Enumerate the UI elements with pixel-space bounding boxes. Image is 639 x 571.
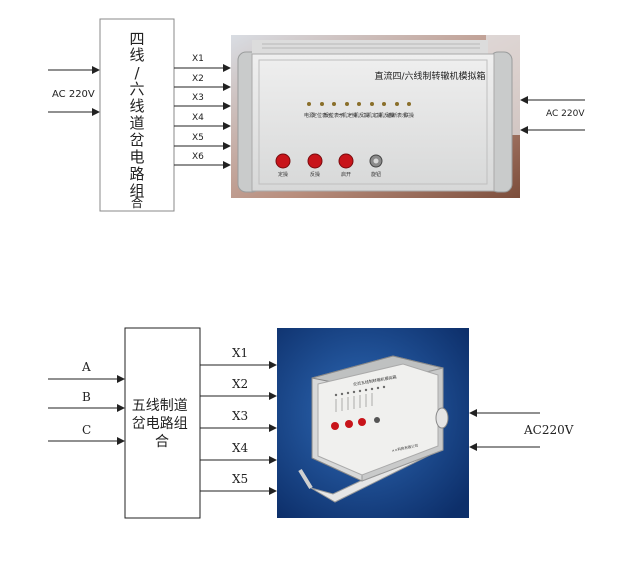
top-output-label-x4: X4 [192, 113, 204, 123]
bottom-block [124, 327, 201, 519]
top-right-input-label: AC 220V [546, 109, 585, 119]
top-output-label-x1: X1 [192, 54, 204, 64]
toggle-knob [374, 417, 380, 423]
button-label: 启开 [341, 171, 351, 178]
bottom-diagram: A B C 五线制道 岔电路组 合 X1 X2 X3 X4 X5 [48, 327, 574, 519]
indicator-label: 二机定操 [362, 112, 382, 119]
top-block-char: 组 [129, 182, 144, 200]
top-block-title: 四 线 / 六 线 道 岔 电 路 组 合 [129, 30, 144, 210]
bottom-device-brand: ××科技有限公司 [391, 442, 419, 453]
indicator-led [382, 102, 386, 106]
top-outputs [174, 64, 231, 169]
top-output-label-x6: X6 [192, 152, 204, 162]
indicator-label: 一机反操 [349, 112, 369, 119]
bottom-device-photo: 交流五线制转辙机模拟箱 ××科技有限公司 [277, 328, 469, 518]
indicator-led [395, 102, 399, 106]
top-block-char: / [134, 64, 140, 82]
indicator-label: 遮断表示 [387, 112, 407, 119]
bottom-input-label-c: C [82, 423, 91, 437]
button-label: 旋钮 [371, 171, 381, 178]
bottom-output-label-x1: X1 [232, 346, 248, 360]
top-block [99, 18, 175, 212]
top-input-label: AC 220V [52, 89, 95, 100]
top-device-title: 直流四/六线制转辙机模拟箱 [374, 70, 485, 82]
button-label: 反操 [310, 171, 320, 178]
bottom-block-title-line2: 岔电路组 [132, 416, 188, 432]
indicator-label: 电源 [304, 112, 314, 119]
indicator-label: 二机反操 [374, 112, 394, 119]
top-block-char: 四 [129, 30, 144, 48]
bottom-output-label-x2: X2 [232, 377, 248, 391]
top-block-char: 线 [129, 97, 144, 115]
toggle-knob-center [373, 158, 379, 164]
bottom-input-label-a: A [81, 360, 91, 374]
top-diagram: AC 220V 四 线 / 六 线 道 岔 电 路 组 合 X1 X2 [48, 18, 585, 212]
indicator-label: 一机定操 [337, 112, 357, 119]
indicator-led [407, 102, 411, 106]
top-output-label-x2: X2 [192, 74, 204, 84]
top-block-char: 路 [129, 165, 144, 183]
top-block-char: 合 [131, 195, 143, 210]
indicator-label: 联操 [404, 112, 414, 119]
top-output-label-x5: X5 [192, 133, 204, 143]
red-button [358, 418, 366, 426]
indicator-led [332, 102, 336, 106]
top-output-label-x3: X3 [192, 93, 204, 103]
red-button [307, 153, 323, 169]
top-block-char: 道 [129, 114, 144, 132]
top-block-char: 线 [129, 46, 144, 64]
top-block-char: 岔 [129, 131, 144, 149]
indicator-led [320, 102, 324, 106]
indicator-label: 反位表示 [324, 112, 344, 119]
top-block-char: 电 [129, 148, 144, 166]
top-block-char: 六 [129, 80, 144, 98]
bottom-output-label-x3: X3 [232, 409, 248, 423]
top-indicator-row [307, 102, 411, 106]
red-button [331, 422, 339, 430]
button-label: 定操 [278, 171, 288, 178]
bottom-right-input-label: AC220V [523, 423, 574, 437]
indicator-led [307, 102, 311, 106]
indicator-label: 定位表示 [312, 112, 332, 119]
red-button [345, 420, 353, 428]
top-button-row [275, 153, 383, 169]
bottom-block-title-line1: 五线制道 [132, 398, 188, 414]
bottom-block-title: 五线制道 岔电路组 合 [132, 398, 192, 450]
bottom-output-label-x4: X4 [232, 441, 249, 455]
red-button [338, 153, 354, 169]
top-device-photo: 直流四/六线制转辙机模拟箱 电源 定位表示 反位表示 一机定操 一机反操 二机定… [231, 35, 520, 198]
indicator-led [357, 102, 361, 106]
indicator-led [370, 102, 374, 106]
bottom-output-label-x5: X5 [232, 472, 248, 486]
indicator-led [345, 102, 349, 106]
bottom-block-title-line3: 合 [155, 434, 169, 450]
bottom-input-label-b: B [82, 390, 91, 404]
red-button [275, 153, 291, 169]
